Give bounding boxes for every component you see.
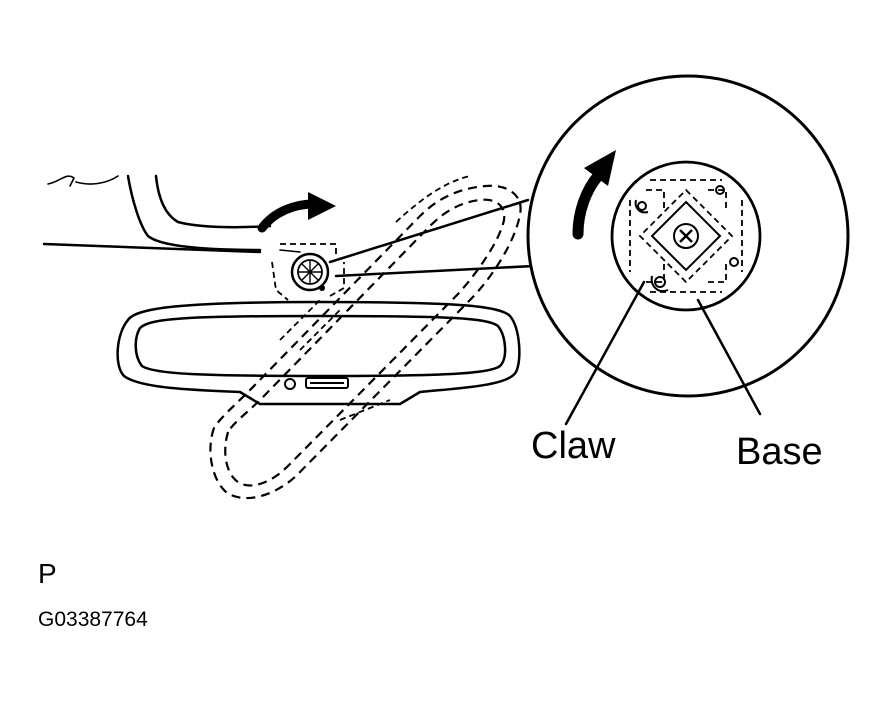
base-label: Base [736,431,823,473]
mount-bracket [271,243,345,301]
windshield-outline [42,174,301,254]
figure-code: G03387764 [38,608,148,631]
base-leader-line [696,298,762,416]
claw-leader-line [564,280,646,426]
rotation-arrow-main [257,192,336,233]
base-screw-small [290,252,330,292]
rearview-mirror [116,300,521,406]
claw-marks [634,185,739,292]
view-label: P [38,558,57,589]
rearview-mirror-rotated-dashed [209,175,522,500]
claw-label: Claw [531,425,616,467]
rotation-arrow-detail [572,150,616,240]
detail-leader-lines [328,198,536,278]
detail-magnified-view [526,74,850,426]
base-disk [610,160,762,312]
